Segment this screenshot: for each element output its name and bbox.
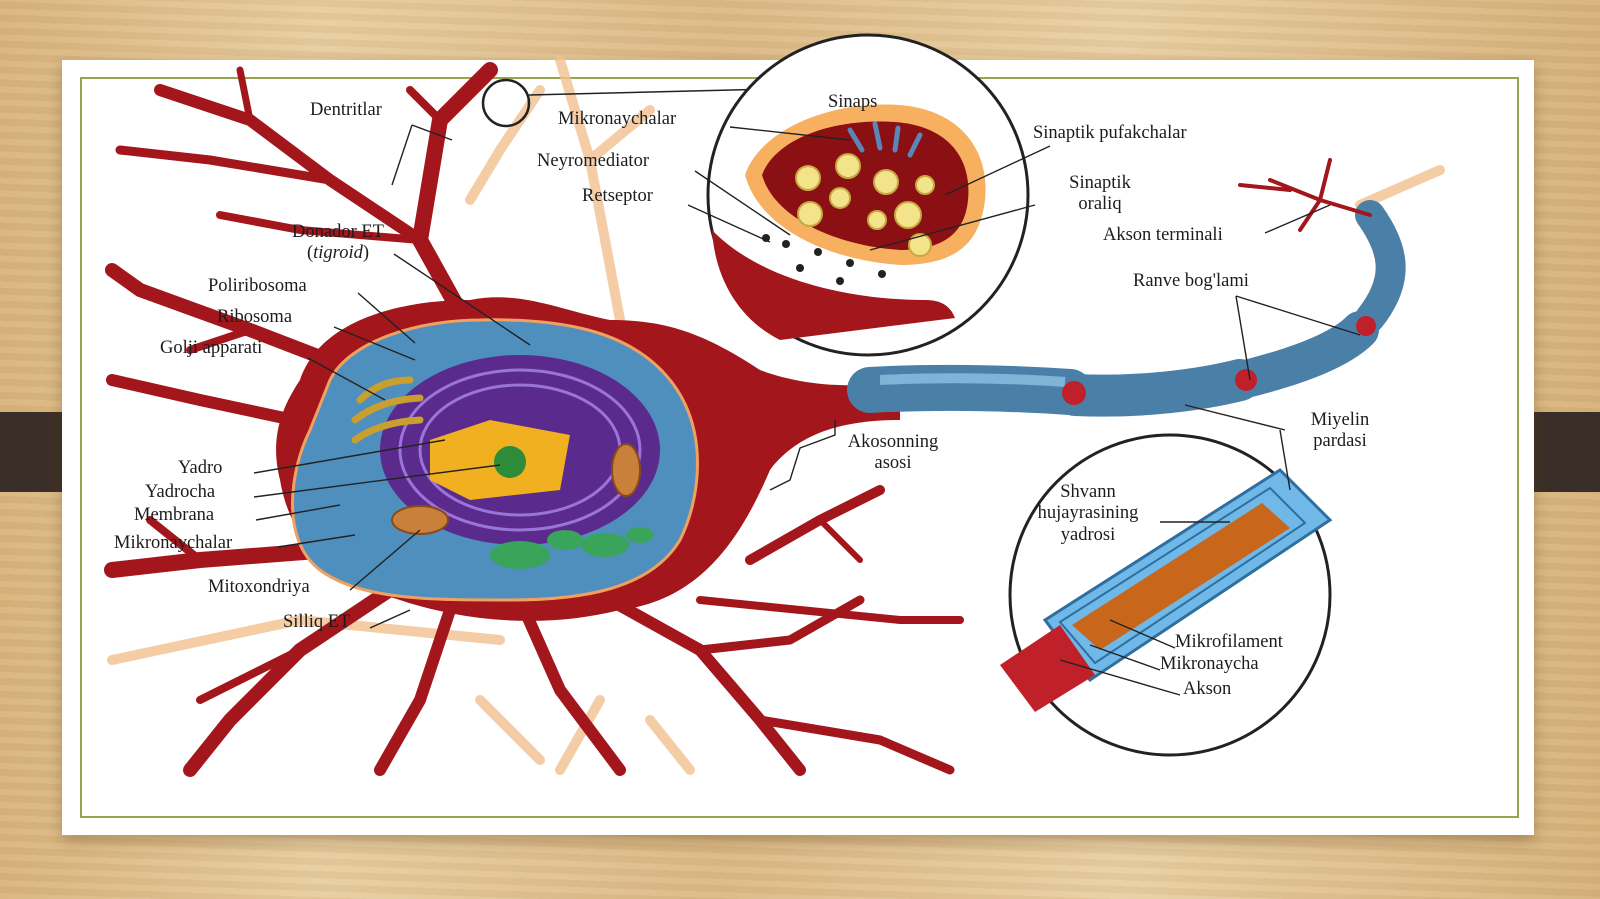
label-poliribosoma: Poliribosoma	[208, 276, 307, 296]
dendrites	[104, 62, 964, 777]
axon-terminal	[1238, 158, 1372, 232]
label-ribosoma: Ribosoma	[217, 307, 293, 327]
label-dentritlar: Dentritlar	[310, 100, 382, 120]
label-sinaptik-oraliq-line2: oraliq	[1078, 194, 1122, 215]
myelin-zoom	[1000, 433, 1333, 757]
label-akson-asosi: Akosonning asosi	[828, 432, 958, 475]
label-mikronaycha: Mikronaycha	[1160, 654, 1259, 674]
label-donador-et: Donador ET (tigroid)	[268, 222, 408, 265]
label-sinaptik-pufakchalar: Sinaptik pufakchalar	[1033, 123, 1187, 143]
label-tigroid-text: tigroid	[313, 243, 363, 264]
label-silliq-et: Silliq ET	[283, 612, 351, 632]
ranvier-node	[1062, 381, 1086, 405]
leader-lines	[253, 124, 1361, 696]
label-donador-et-name: Donador ET	[292, 222, 384, 242]
synapse-zoom	[706, 33, 1030, 357]
label-shvann-line3: yadrosi	[1060, 524, 1116, 545]
label-sinaptik-oraliq-line1: Sinaptik	[1069, 173, 1131, 193]
label-golji: Golji apparati	[160, 338, 263, 358]
label-retseptor: Retseptor	[582, 186, 653, 206]
label-membrana: Membrana	[134, 505, 215, 525]
label-shvann: Shvann hujayrasining yadrosi	[1018, 482, 1158, 546]
label-neyromediator: Neyromediator	[537, 151, 649, 171]
label-miyelin-pardasi: Miyelin pardasi	[1290, 410, 1390, 453]
label-yadro: Yadro	[178, 458, 223, 478]
label-akson: Akson	[1183, 679, 1232, 699]
synapse-marker	[481, 78, 531, 128]
label-yadrocha: Yadrocha	[145, 482, 216, 502]
label-shvann-line2: hujayrasining	[1037, 503, 1139, 524]
label-miyelin-line1: Miyelin	[1310, 410, 1370, 430]
label-mikrofilament: Mikrofilament	[1175, 632, 1283, 652]
label-akson-terminali: Akson terminali	[1103, 225, 1223, 245]
golgi-apparatus	[351, 376, 424, 444]
nucleolus	[494, 446, 526, 478]
label-shvann-line1: Shvann	[1060, 482, 1116, 502]
label-ranve: Ranve bog'lami	[1133, 271, 1249, 291]
label-akson-asosi-line2: asosi	[874, 453, 912, 474]
label-mitoxondriya: Mitoxondriya	[208, 577, 310, 597]
smooth-er	[490, 527, 654, 569]
label-sinaps: Sinaps	[828, 92, 878, 112]
label-tigroid: (tigroid)	[306, 243, 370, 264]
mitochondrion	[391, 505, 449, 535]
myelinated-axon	[847, 200, 1406, 417]
label-mikronaychalar-top: Mikronaychalar	[558, 109, 677, 129]
label-akson-asosi-line1: Akosonning	[847, 432, 939, 452]
label-sinaptik-oraliq: Sinaptik oraliq	[1050, 173, 1150, 216]
label-miyelin-line2: pardasi	[1313, 431, 1367, 452]
label-mikronaychalar-left: Mikronaychalar	[114, 533, 233, 553]
